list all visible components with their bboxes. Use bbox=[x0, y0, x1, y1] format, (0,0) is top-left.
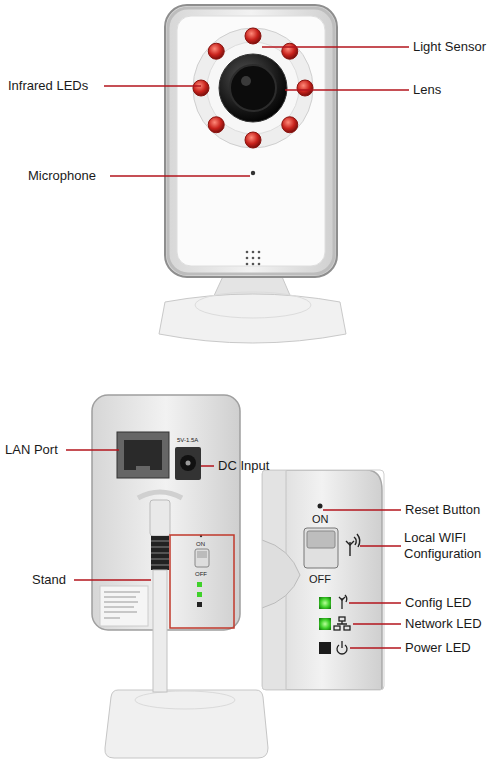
infrared-led bbox=[245, 132, 261, 148]
part-label: Infrared LEDs bbox=[8, 78, 88, 94]
infrared-led bbox=[297, 80, 313, 96]
part-label: Network LED bbox=[405, 616, 482, 632]
switch-marking: OFF bbox=[195, 570, 207, 578]
printed-marking: 5V-1.5A bbox=[177, 436, 198, 444]
zoom-panel bbox=[262, 470, 384, 690]
part-label: Config LED bbox=[405, 595, 471, 611]
switch-marking: OFF bbox=[309, 572, 331, 586]
infrared-led bbox=[282, 117, 298, 133]
switch-marking: ON bbox=[196, 540, 205, 548]
part-label: Lens bbox=[413, 82, 441, 98]
part-label: Reset Button bbox=[405, 502, 480, 518]
part-label: Local WIFI Configuration bbox=[404, 530, 497, 562]
infrared-led bbox=[208, 43, 224, 59]
part-label: LAN Port bbox=[5, 442, 58, 458]
front-view bbox=[159, 5, 346, 343]
infrared-led bbox=[245, 28, 261, 44]
infrared-led bbox=[193, 80, 209, 96]
infrared-led bbox=[208, 117, 224, 133]
infrared-led bbox=[282, 43, 298, 59]
switch-marking: ON bbox=[312, 512, 329, 526]
part-label: DC Input bbox=[218, 458, 269, 474]
part-label: Light Sensor bbox=[413, 39, 486, 55]
leader-lines bbox=[66, 47, 409, 648]
part-label: Stand bbox=[32, 572, 66, 588]
part-label: Power LED bbox=[405, 640, 471, 656]
part-label: Microphone bbox=[28, 168, 96, 184]
